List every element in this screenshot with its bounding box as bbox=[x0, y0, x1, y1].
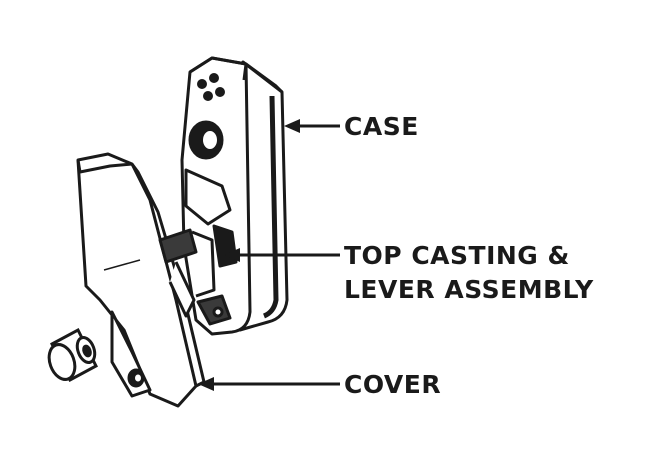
bushing-bore-hole bbox=[82, 344, 92, 358]
case-hole-2 bbox=[209, 73, 219, 83]
top-casting-label-line2: LEVER ASSEMBLY bbox=[344, 275, 594, 304]
callout-leaders bbox=[198, 119, 340, 391]
case-part bbox=[180, 56, 289, 336]
case-label: CASE bbox=[344, 112, 419, 141]
cover-label: COVER bbox=[344, 370, 441, 399]
top-casting-label-line1: TOP CASTING & bbox=[344, 241, 570, 270]
lever-link bbox=[158, 228, 198, 264]
lever-arm bbox=[168, 261, 196, 318]
case-cutout-upper bbox=[184, 168, 232, 226]
case-arrowhead bbox=[284, 119, 300, 133]
case-top-lip bbox=[189, 56, 284, 94]
cover-hinge-hole-inner bbox=[135, 374, 141, 382]
case-hole-1 bbox=[197, 79, 207, 89]
cover-top-bevel bbox=[76, 159, 133, 174]
cover-face-line bbox=[103, 259, 141, 271]
case-edge-shade bbox=[262, 95, 279, 319]
cover-arrowhead bbox=[198, 377, 214, 391]
bushing-end bbox=[47, 343, 77, 381]
top-casting-arrowhead bbox=[224, 248, 240, 262]
case-hole-3 bbox=[203, 91, 213, 101]
cover-plate bbox=[76, 152, 198, 408]
case-bore-inner bbox=[203, 131, 217, 149]
bushing-part bbox=[47, 327, 98, 383]
cover-part bbox=[76, 152, 206, 408]
case-hole-4 bbox=[215, 87, 225, 97]
case-bottom-screw bbox=[212, 306, 224, 318]
case-rib bbox=[191, 230, 216, 298]
